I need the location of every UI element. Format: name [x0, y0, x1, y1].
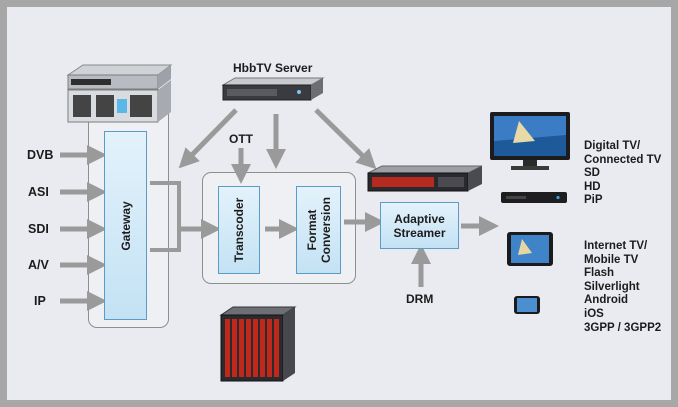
drm-label: DRM: [406, 292, 434, 306]
rack-server-icon: [221, 77, 325, 101]
input-label-dvb: DVB: [27, 148, 54, 162]
arrow-hbbtv-left: [178, 108, 238, 169]
input-label-sdi: SDI: [28, 222, 49, 236]
digital-output-3: HD: [584, 180, 601, 193]
adaptive-streamer-box: Adaptive Streamer: [380, 202, 459, 249]
gateway-label: Gateway: [118, 200, 133, 251]
blade-chassis-icon: [219, 306, 297, 382]
input-label-av: A/V: [28, 258, 49, 272]
internet-output-0: Internet TV/: [584, 240, 648, 252]
ott-label: OTT: [229, 132, 253, 146]
connector-gateway-transcoder: [150, 181, 181, 252]
television-icon: [490, 112, 570, 170]
internet-output-3: Silverlight: [584, 280, 640, 293]
hbbtv-server-label: HbbTV Server: [233, 61, 313, 75]
transcoder-box: Transcoder: [218, 186, 260, 274]
internet-output-2: Flash: [584, 267, 615, 280]
input-label-ip: IP: [34, 294, 46, 308]
format-conversion-line1: Format: [304, 209, 319, 251]
digital-output-1: Connected TV: [584, 153, 662, 166]
digital-output-4: PiP: [584, 194, 603, 207]
format-conversion-box: Format Conversion: [296, 186, 341, 274]
rack-appliance-icon: [367, 165, 483, 192]
digital-output-2: SD: [584, 167, 600, 180]
set-top-box-icon: [501, 192, 567, 203]
format-conversion-label: Format Conversion: [305, 197, 333, 263]
adaptive-streamer-label: Adaptive Streamer: [381, 212, 458, 240]
server-rack-icon: [66, 64, 173, 123]
input-label-asi: ASI: [28, 185, 49, 199]
internet-output-6: 3GPP / 3GPP2: [584, 321, 662, 334]
gateway-box: Gateway: [104, 131, 147, 320]
digital-outputs: Digital TV/ Connected TV SD HD PiP: [584, 140, 661, 208]
tablet-icon: [507, 232, 553, 266]
internet-output-5: iOS: [584, 307, 604, 320]
transcoder-label: Transcoder: [232, 197, 246, 263]
arrow-hbbtv-right: [314, 108, 377, 170]
adaptive-streamer-line2: Streamer: [393, 225, 446, 240]
internet-output-1: Mobile TV: [584, 253, 639, 266]
format-conversion-line2: Conversion: [318, 196, 333, 264]
smartphone-icon: [514, 296, 540, 314]
adaptive-streamer-line1: Adaptive: [394, 211, 445, 226]
internet-outputs: Internet TV/ Mobile TV Flash Silverlight…: [584, 240, 661, 335]
digital-output-0: Digital TV/: [584, 140, 641, 152]
internet-output-4: Android: [584, 294, 629, 307]
